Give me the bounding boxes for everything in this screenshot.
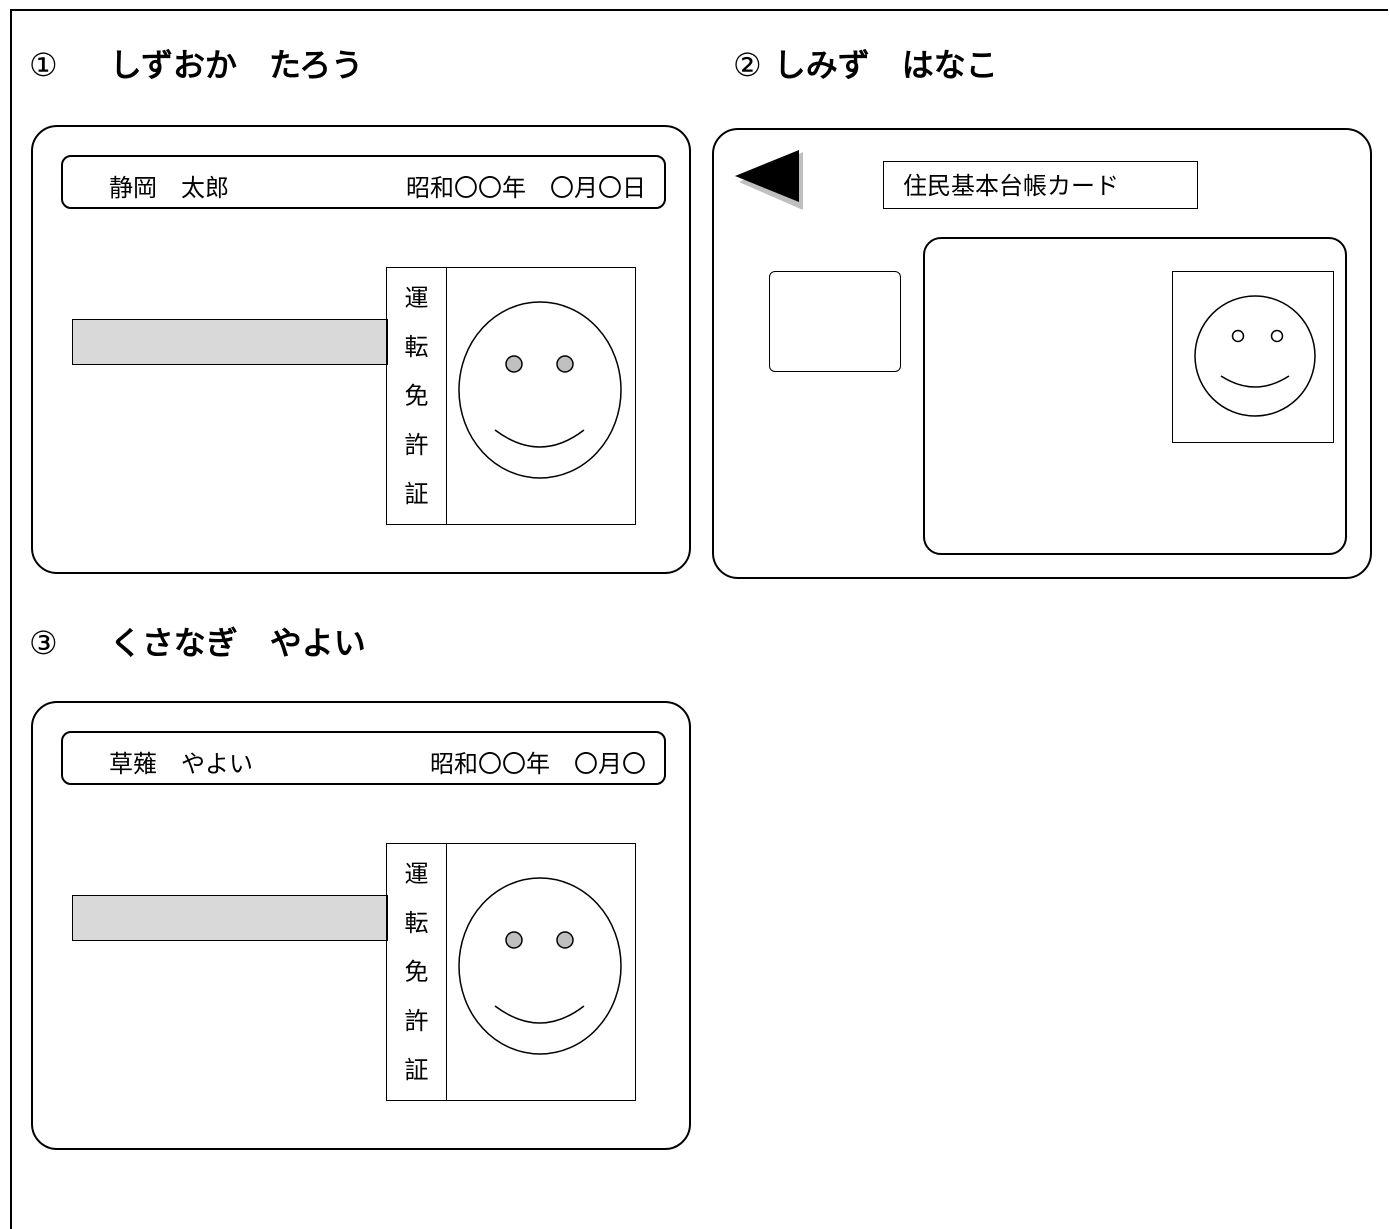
ic-chip-box	[769, 271, 901, 372]
label-char: 証	[404, 1055, 429, 1084]
license-vertical-label: 運 転 免 許 証	[386, 843, 447, 1101]
drivers-license-card-3: 草薙 やよい 昭和〇〇年 〇月〇 運 転 免 許 証	[31, 701, 691, 1150]
photo-box	[446, 843, 636, 1101]
label-char: 許	[404, 1006, 429, 1035]
license-birthdate: 昭和〇〇年 〇月〇日	[406, 174, 646, 202]
label-char: 許	[404, 430, 429, 459]
label-char: 免	[404, 957, 429, 986]
residence-card: 住民基本台帳カード	[712, 128, 1372, 579]
smiley-face-icon	[458, 301, 622, 479]
label-char: 運	[404, 283, 429, 312]
residence-card-title: 住民基本台帳カード	[883, 161, 1198, 209]
section1-heading: ① しずおか たろう	[29, 45, 363, 85]
photo-box	[446, 267, 636, 525]
photo-box	[1172, 271, 1334, 443]
section2-number: ②	[733, 46, 762, 84]
label-char: 免	[404, 381, 429, 410]
smiley-face-icon	[1194, 295, 1316, 417]
section2-reading: しみず はなこ	[773, 46, 998, 84]
license-header: 静岡 太郎 昭和〇〇年 〇月〇日	[61, 155, 666, 209]
gray-stripe	[72, 319, 388, 365]
license-holder-name: 草薙 やよい	[109, 750, 253, 778]
section3-number: ③	[29, 624, 58, 662]
drivers-license-card-1: 静岡 太郎 昭和〇〇年 〇月〇日 運 転 免 許 証	[31, 125, 691, 574]
label-char: 転	[404, 908, 429, 937]
label-char: 証	[404, 479, 429, 508]
gray-stripe	[72, 895, 388, 941]
section1-number: ①	[29, 46, 58, 84]
label-char: 転	[404, 332, 429, 361]
section2-heading: ② しみず はなこ	[733, 45, 998, 85]
license-vertical-label: 運 転 免 許 証	[386, 267, 447, 525]
smiley-face-icon	[458, 877, 622, 1055]
page-frame	[10, 9, 1388, 1229]
left-arrow-icon	[735, 150, 803, 210]
license-holder-name: 静岡 太郎	[109, 174, 229, 202]
card-inner-panel	[923, 237, 1347, 555]
section3-heading: ③ くさなぎ やよい	[29, 623, 366, 663]
license-header: 草薙 やよい 昭和〇〇年 〇月〇	[61, 731, 666, 785]
section3-reading: くさなぎ やよい	[109, 624, 366, 662]
label-char: 運	[404, 859, 429, 888]
license-birthdate: 昭和〇〇年 〇月〇	[430, 750, 646, 778]
section1-reading: しずおか たろう	[109, 46, 364, 84]
